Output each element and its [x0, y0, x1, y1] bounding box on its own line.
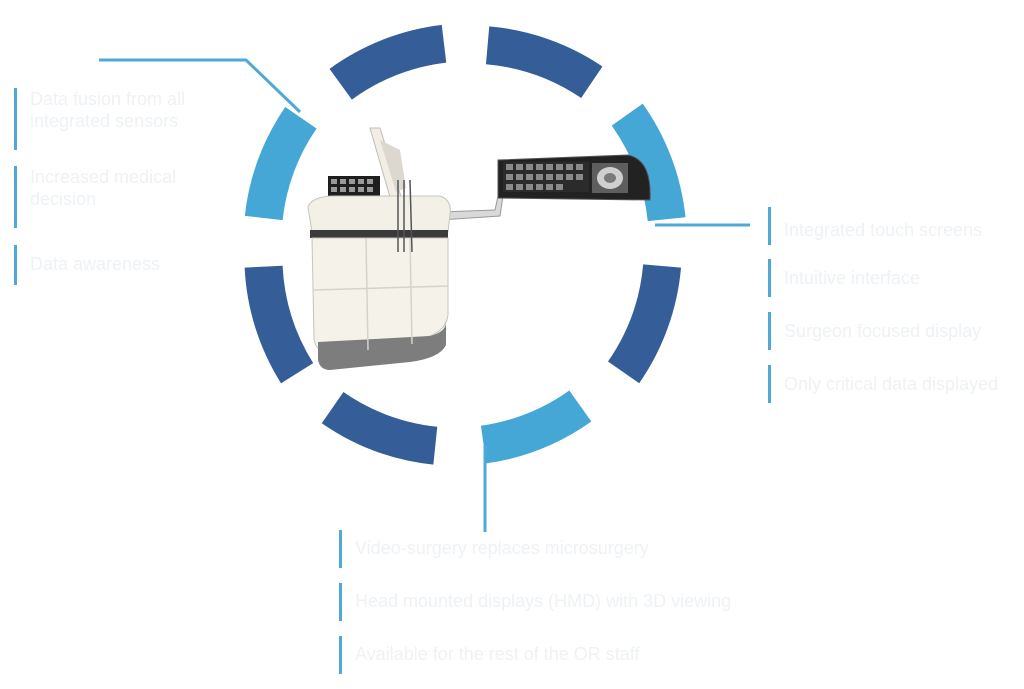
feature-label: Data fusion from all integrated sensors	[30, 89, 186, 131]
ring	[244, 24, 686, 465]
accent-bar	[339, 636, 342, 674]
accent-bar	[14, 88, 17, 150]
left-feature-1: Data fusion from all integrated sensors	[14, 88, 230, 150]
connector-left	[99, 58, 302, 114]
right-feature-4: Only critical data displayed	[768, 365, 998, 403]
console-illustration	[307, 127, 651, 370]
bottom-feature-1: Video-surgery replaces microsurgery	[339, 530, 649, 568]
feature-label: Only critical data displayed	[784, 374, 999, 394]
accent-bar	[768, 365, 771, 403]
accent-bar	[768, 312, 771, 350]
ring-segment-lower-right	[607, 263, 682, 384]
ring-segment-upper-left	[244, 107, 317, 221]
accent-bar	[768, 259, 771, 297]
ring-segment-top-left	[329, 24, 447, 100]
feature-label: Available for the rest of the OR staff	[355, 644, 640, 664]
left-feature-3: Data awareness	[14, 245, 160, 285]
accent-bar	[339, 583, 342, 621]
feature-label: Video-surgery replaces microsurgery	[355, 538, 649, 558]
monitor-arm-icon	[439, 154, 651, 221]
ring-segment-lower-left	[244, 265, 314, 384]
left-feature-2: Increased medical decision	[14, 166, 200, 228]
ring-segment-bottom-right	[480, 390, 592, 464]
right-feature-1: Integrated touch screens	[768, 207, 982, 245]
ring-segment-upper-right	[611, 103, 686, 222]
console-icon	[307, 179, 451, 370]
accent-bar	[14, 166, 17, 228]
feature-label: Intuitive interface	[784, 268, 921, 288]
accent-bar	[339, 530, 342, 568]
ring-segment-top-right	[485, 26, 603, 99]
feature-label: Increased medical decision	[30, 167, 177, 209]
ring-segment-bottom-left	[321, 391, 438, 465]
accent-bar	[768, 207, 771, 245]
bottom-feature-2: Head mounted displays (HMD) with 3D view…	[339, 583, 731, 621]
right-feature-2: Intuitive interface	[768, 259, 920, 297]
feature-label: Data awareness	[30, 254, 161, 274]
feature-label: Head mounted displays (HMD) with 3D view…	[355, 591, 732, 611]
feature-label: Surgeon focused display	[784, 321, 982, 341]
right-feature-3: Surgeon focused display	[768, 312, 981, 350]
accent-bar	[14, 245, 17, 285]
bottom-feature-3: Available for the rest of the OR staff	[339, 636, 639, 674]
feature-label: Integrated touch screens	[784, 220, 983, 240]
